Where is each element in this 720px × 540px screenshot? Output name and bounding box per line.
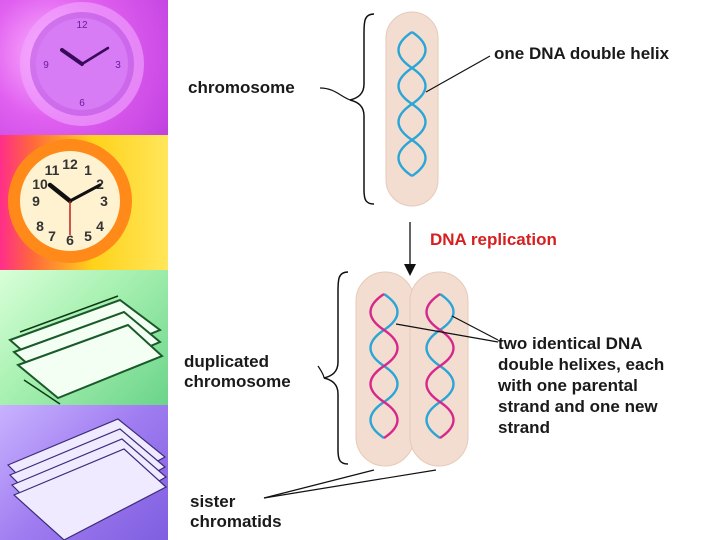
svg-text:10: 10 <box>32 176 48 192</box>
svg-text:6: 6 <box>79 98 85 109</box>
duplicated-label-line1: duplicated <box>184 352 270 371</box>
identical-pointer-right <box>451 315 499 341</box>
svg-text:7: 7 <box>48 228 56 244</box>
helix-pointer <box>425 55 491 93</box>
sister-pointer-right <box>263 469 437 499</box>
svg-text:9: 9 <box>43 60 49 71</box>
chromosome-pointer <box>319 87 351 101</box>
one-helix-label: one DNA double helix <box>494 44 670 63</box>
svg-text:6: 6 <box>66 232 74 248</box>
dna-replication-diagram: chromosome one DNA double helix DNA repl… <box>168 0 720 540</box>
helix-strand-parental <box>397 31 427 177</box>
purple-clock-panel: 12 3 6 9 <box>0 0 168 135</box>
identical-pointer-left <box>395 323 499 343</box>
svg-text:9: 9 <box>32 193 40 209</box>
identical-label-line4: strand and one new <box>498 397 658 416</box>
duplicated-label-line2: chromosome <box>184 372 291 391</box>
clock-icon: 12 3 6 9 <box>20 2 144 126</box>
replication-label: DNA replication <box>430 230 557 249</box>
svg-text:12: 12 <box>62 156 78 172</box>
svg-text:11: 11 <box>45 162 60 178</box>
sister-label-line1: sister <box>190 492 236 511</box>
svg-text:5: 5 <box>84 228 92 244</box>
svg-text:12: 12 <box>76 20 88 31</box>
helix-strand-new <box>369 293 399 439</box>
green-books-panel <box>0 270 168 405</box>
identical-label-line2: double helixes, each <box>498 355 665 374</box>
chromosome-label: chromosome <box>188 78 295 97</box>
paper-stack-icon <box>6 418 168 540</box>
chromosome-brace <box>349 13 375 205</box>
svg-text:1: 1 <box>84 162 92 178</box>
diagram-graphics <box>263 11 499 499</box>
sister-label-line2: chromatids <box>190 512 282 531</box>
identical-label-line5: strand <box>498 418 550 437</box>
svg-text:3: 3 <box>115 60 121 71</box>
identical-label-line3: with one parental <box>498 376 638 395</box>
svg-text:3: 3 <box>100 193 108 209</box>
violet-papers-panel <box>0 405 168 540</box>
chromosome-body <box>385 11 439 207</box>
duplicated-pointer <box>317 365 325 379</box>
svg-text:8: 8 <box>36 218 44 234</box>
identical-label-line1: two identical DNA <box>498 334 643 353</box>
duplicated-brace <box>323 271 349 465</box>
replication-arrowhead <box>404 264 416 276</box>
helix-strand-new <box>425 293 455 439</box>
book-stack-icon <box>8 295 164 405</box>
svg-text:4: 4 <box>96 218 104 234</box>
sister-pointer-left <box>263 469 375 499</box>
